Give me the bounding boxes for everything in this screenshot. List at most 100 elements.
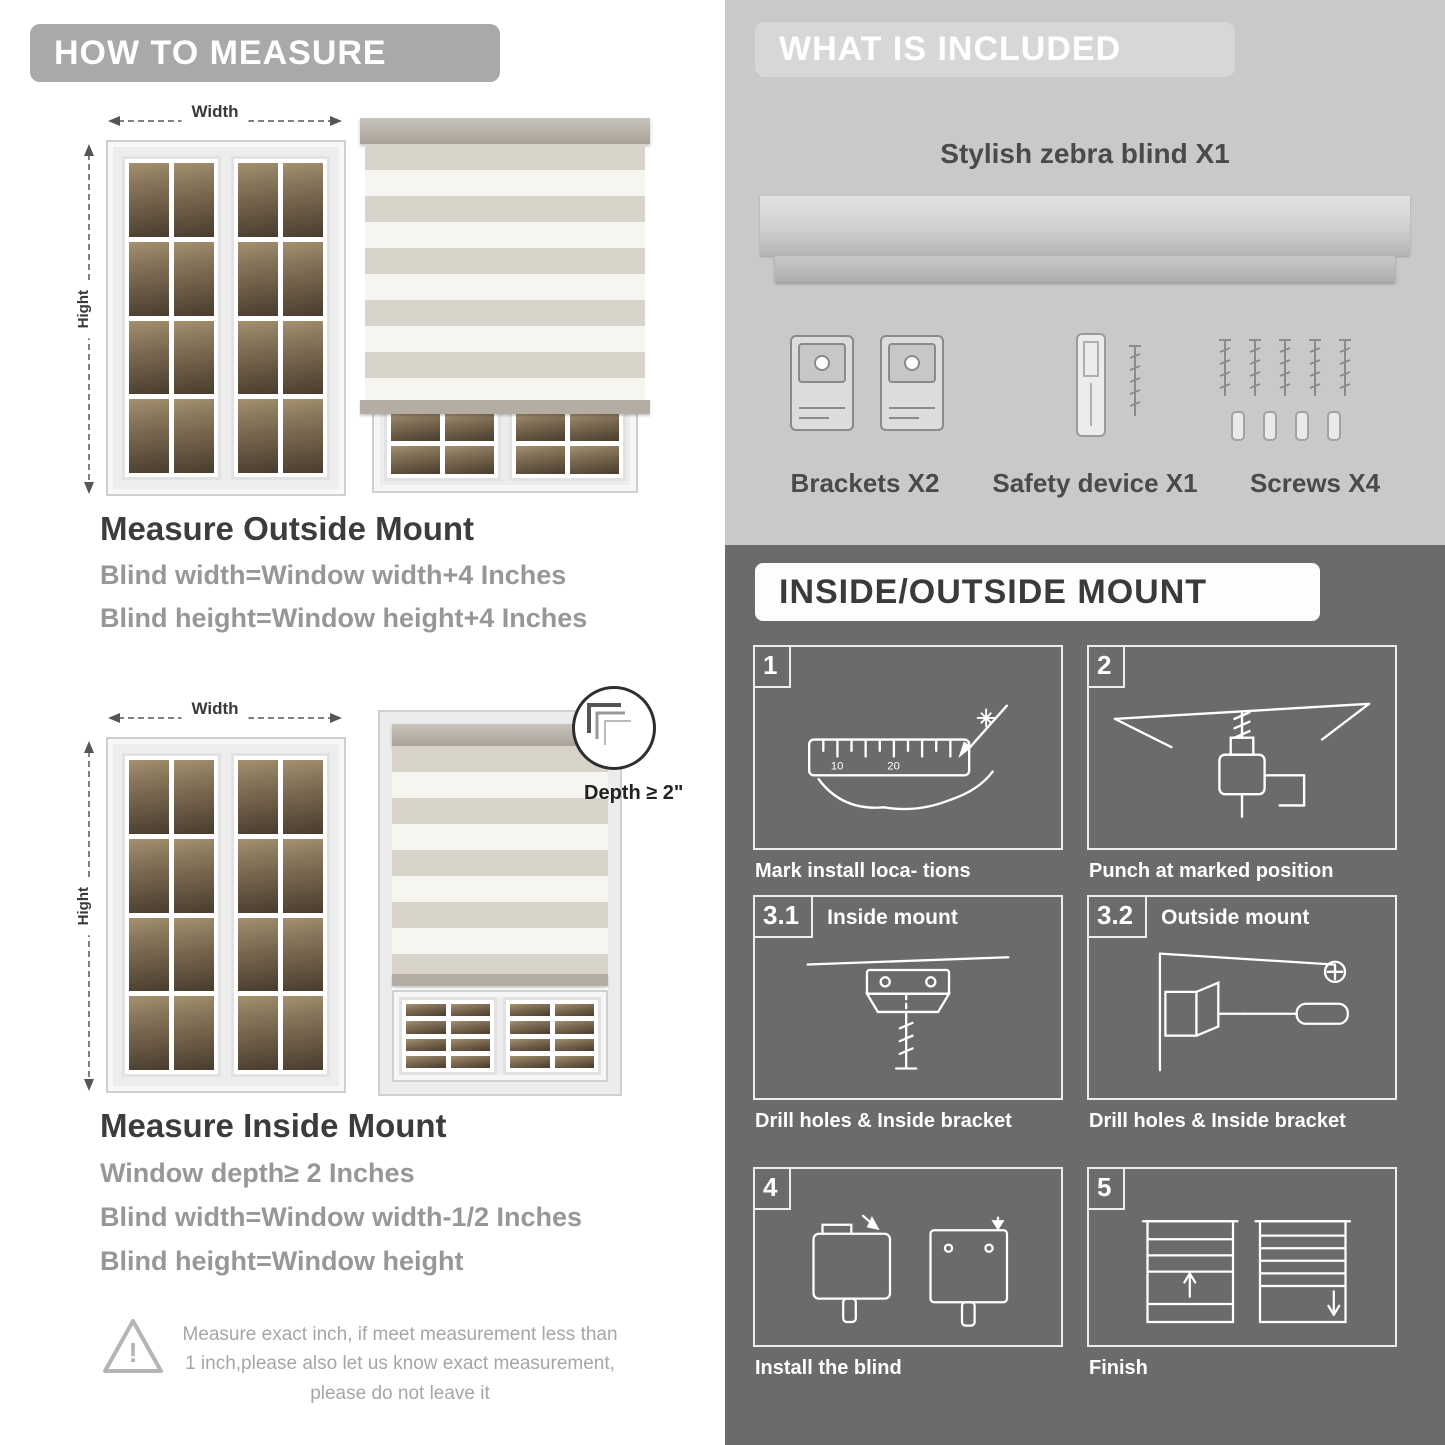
window-pane bbox=[238, 241, 278, 316]
inside-mount-line-2: Blind width=Window width-1/2 Inches bbox=[100, 1202, 583, 1232]
what-is-included-banner: WHAT IS INCLUDED bbox=[755, 22, 1235, 77]
window-pane bbox=[554, 1021, 594, 1034]
inside-outside-mount-panel: INSIDE/OUTSIDE MOUNT 1 10 20 Mark insta bbox=[725, 545, 1445, 1445]
window-pane bbox=[129, 838, 169, 913]
window-pane bbox=[174, 320, 214, 395]
step-number: 3.1 bbox=[755, 897, 814, 938]
window-pane bbox=[238, 838, 278, 913]
corner-detail-icon bbox=[587, 703, 631, 745]
window-pane bbox=[238, 996, 278, 1070]
height-label: Hight bbox=[75, 877, 92, 936]
inside-mount-window-illustration: Width Hight bbox=[75, 697, 350, 1097]
window-pane bbox=[450, 1055, 490, 1068]
outside-bracket-screwdriver-illustration bbox=[1158, 952, 1349, 1072]
window-pane bbox=[129, 241, 169, 316]
window-pane bbox=[516, 413, 565, 441]
window-pane bbox=[406, 1038, 446, 1051]
window-pane bbox=[129, 917, 169, 992]
window-pane bbox=[238, 320, 278, 395]
blind-bottom-rail bbox=[392, 974, 608, 986]
window-pane bbox=[554, 1055, 594, 1068]
step-caption-1: Mark install loca- tions bbox=[755, 860, 971, 882]
inside-mount-line-3: Blind height=Window height bbox=[100, 1246, 464, 1276]
window-frame bbox=[106, 737, 346, 1093]
outside-mount-line-1: Blind width=Window width+4 Inches bbox=[100, 560, 567, 590]
width-arrow bbox=[108, 713, 342, 723]
window-pane bbox=[391, 413, 440, 441]
inside-mount-blind-illustration bbox=[378, 710, 622, 1096]
brackets-icon bbox=[790, 335, 944, 431]
inside-bracket-screw-illustration bbox=[806, 956, 1010, 1070]
safety-device-icon bbox=[1076, 333, 1141, 437]
window-pane bbox=[174, 917, 214, 992]
step-inline-title: Inside mount bbox=[827, 905, 958, 929]
window-sash bbox=[122, 753, 221, 1077]
window-frame bbox=[106, 140, 346, 496]
drill-illustration bbox=[1113, 702, 1371, 818]
width-arrow bbox=[108, 116, 342, 126]
window-pane bbox=[283, 163, 323, 237]
step-number: 3.2 bbox=[1089, 897, 1148, 938]
window-pane bbox=[283, 996, 323, 1070]
window-pane bbox=[450, 1004, 490, 1017]
width-label: Width bbox=[181, 102, 249, 122]
window-pane bbox=[554, 1038, 594, 1051]
window-pane bbox=[238, 399, 278, 473]
zebra-blind-label: Stylish zebra blind X1 bbox=[940, 138, 1230, 169]
window-pane bbox=[129, 996, 169, 1070]
depth-label: Depth ≥ 2" bbox=[584, 782, 684, 804]
inside-outside-mount-banner: INSIDE/OUTSIDE MOUNT bbox=[755, 563, 1320, 621]
screws-icon bbox=[1219, 339, 1351, 441]
window-pane bbox=[174, 760, 214, 834]
screws-label: Screws X4 bbox=[1249, 468, 1381, 498]
step-caption-5: Finish bbox=[1089, 1357, 1148, 1379]
window-pane bbox=[283, 760, 323, 834]
step-caption-3-1: Drill holes & Inside bracket bbox=[755, 1110, 1012, 1132]
window-pane bbox=[174, 996, 214, 1070]
ruler-marking-illustration: 10 20 bbox=[808, 704, 1008, 811]
step-panel-3-1: 3.1 Inside mount bbox=[753, 895, 1063, 1100]
window-pane bbox=[283, 838, 323, 913]
what-is-included-title: WHAT IS INCLUDED bbox=[779, 30, 1122, 68]
how-to-measure-banner: HOW TO MEASURE bbox=[30, 24, 500, 82]
step-panel-2: 2 bbox=[1087, 645, 1397, 850]
warning-triangle-icon: ! bbox=[103, 1319, 163, 1373]
window-pane bbox=[406, 1021, 446, 1034]
window-pane bbox=[570, 446, 619, 474]
window-pane bbox=[450, 1038, 490, 1051]
step-caption-4: Install the blind bbox=[755, 1357, 902, 1379]
window-pane bbox=[445, 413, 494, 441]
window-pane bbox=[129, 399, 169, 473]
window-pane bbox=[406, 1004, 446, 1017]
svg-text:20: 20 bbox=[887, 761, 900, 773]
blind-headrail bbox=[360, 118, 650, 144]
step-panel-3-2: 3.2 Outside mount bbox=[1087, 895, 1397, 1100]
window-pane bbox=[129, 163, 169, 237]
height-label: Hight bbox=[75, 280, 92, 339]
zebra-blind-headrail-lip bbox=[775, 256, 1395, 282]
window-pane bbox=[174, 399, 214, 473]
window-pane bbox=[406, 1055, 446, 1068]
window-sash bbox=[503, 997, 601, 1075]
window-pane bbox=[510, 1055, 550, 1068]
window-pane bbox=[283, 917, 323, 992]
zebra-stripes bbox=[392, 746, 608, 974]
inside-mount-line-1: Window depth≥ 2 Inches bbox=[100, 1158, 415, 1188]
safety-device-label: Safety device X1 bbox=[992, 468, 1198, 498]
window-pane bbox=[510, 1038, 550, 1051]
window-sash bbox=[231, 156, 330, 480]
inside-outside-mount-title: INSIDE/OUTSIDE MOUNT bbox=[779, 572, 1208, 611]
window-sash bbox=[399, 997, 497, 1075]
brackets-label: Brackets X2 bbox=[790, 468, 940, 498]
window-pane bbox=[510, 1021, 550, 1034]
step-caption-3-2: Drill holes & Inside bracket bbox=[1089, 1110, 1346, 1132]
zebra-stripes bbox=[365, 144, 645, 400]
blind-headrail bbox=[392, 724, 608, 746]
width-label: Width bbox=[181, 699, 249, 719]
step-caption-2: Punch at marked position bbox=[1089, 860, 1334, 882]
window-pane bbox=[129, 320, 169, 395]
window-sash bbox=[122, 156, 221, 480]
zebra-blind-headrail-image bbox=[760, 196, 1410, 256]
window-pane bbox=[238, 760, 278, 834]
